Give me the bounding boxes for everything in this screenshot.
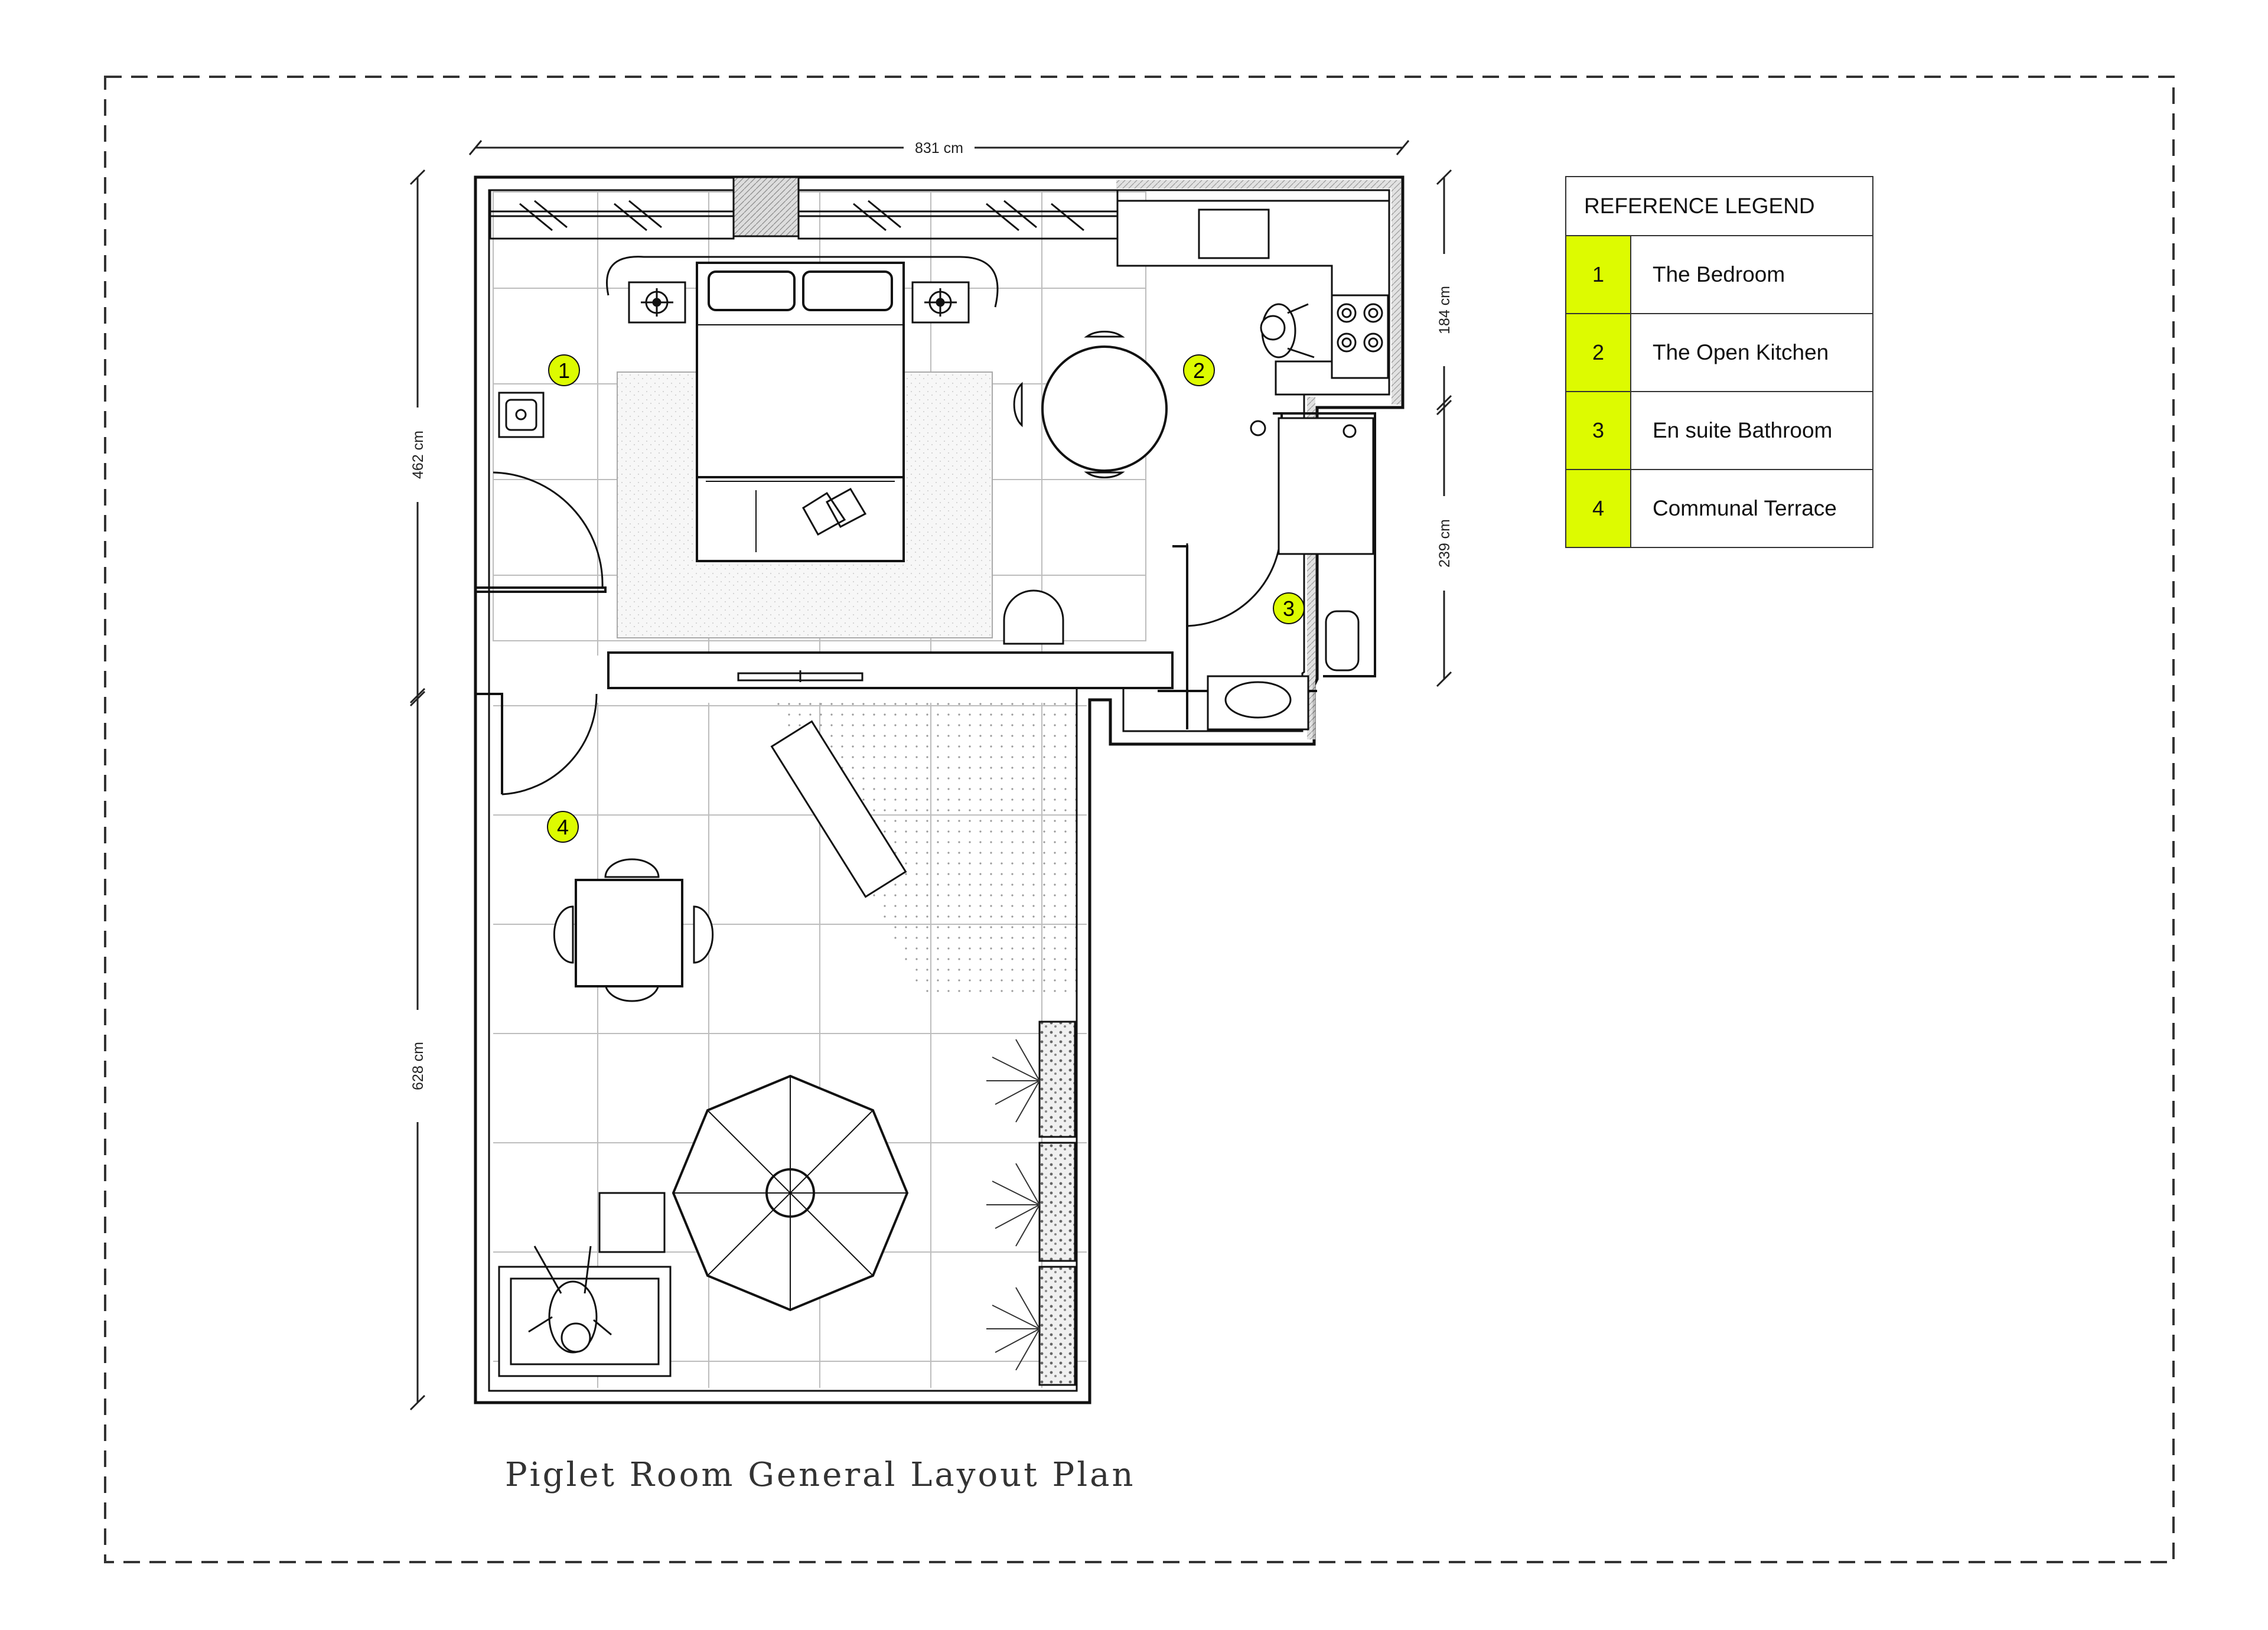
- umbrella: [672, 1074, 909, 1312]
- seated-figure: [528, 1246, 612, 1354]
- bench: [498, 1192, 672, 1377]
- reference-legend: REFERENCE LEGEND 1 The Bedroom 2 The Ope…: [1565, 176, 1873, 548]
- room-marker: [547, 811, 579, 843]
- legend-label: The Open Kitchen: [1653, 340, 1829, 364]
- dining-table: [1013, 331, 1168, 478]
- legend-number: 3: [1566, 392, 1631, 469]
- dim-right-upper: 184 cm: [1436, 286, 1453, 334]
- legend-label: The Bedroom: [1653, 262, 1785, 286]
- nightstands: [628, 281, 970, 324]
- room-markers: 1 2 3 4: [547, 354, 1305, 843]
- wall-light: [1250, 420, 1266, 436]
- room-marker-label: 3: [1283, 596, 1295, 621]
- legend-row: 2 The Open Kitchen: [1566, 314, 1872, 392]
- sheet-border: [104, 76, 2175, 1563]
- legend-label: Communal Terrace: [1653, 496, 1837, 520]
- room-marker-label: 1: [558, 358, 570, 383]
- legend-row: 4 Communal Terrace: [1566, 470, 1872, 547]
- plant-fronds: [986, 1039, 1040, 1371]
- room-marker: [1273, 592, 1305, 624]
- room-marker-label: 4: [557, 815, 569, 839]
- desk-shelf: [737, 670, 863, 682]
- dimension-lines: [409, 140, 1452, 1411]
- dim-left-lower: 628 cm: [410, 1042, 426, 1090]
- terrace-table-set: [553, 858, 714, 1002]
- room-marker-label: 2: [1193, 358, 1205, 383]
- top-windows: [489, 176, 1119, 240]
- plan-title: Piglet Room General Layout Plan: [505, 1456, 1136, 1494]
- decking-area: [777, 703, 1084, 998]
- bed: [606, 256, 999, 562]
- legend-row: 1 The Bedroom: [1566, 236, 1872, 314]
- legend-number: 2: [1566, 314, 1631, 391]
- room-marker: [1183, 354, 1215, 386]
- kitchen-figure: [1260, 303, 1315, 358]
- kitchen-counter: [1116, 200, 1390, 396]
- planters: [1038, 1021, 1076, 1386]
- bedroom-sink: [498, 392, 545, 438]
- legend-row: 3 En suite Bathroom: [1566, 392, 1872, 470]
- bathroom-fixtures: [1207, 417, 1374, 731]
- legend-number: 1: [1566, 236, 1631, 313]
- legend-label: En suite Bathroom: [1653, 418, 1833, 442]
- dim-left-upper: 462 cm: [410, 431, 426, 479]
- room-marker: [548, 354, 580, 386]
- legend-title: REFERENCE LEGEND: [1566, 177, 1872, 236]
- desk-chair: [1003, 589, 1064, 645]
- dim-right-lower: 239 cm: [1436, 519, 1453, 568]
- legend-number: 4: [1566, 470, 1631, 547]
- sun-lounger: [770, 720, 907, 898]
- dim-top-width: 831 cm: [915, 140, 963, 157]
- doors: [493, 471, 1280, 796]
